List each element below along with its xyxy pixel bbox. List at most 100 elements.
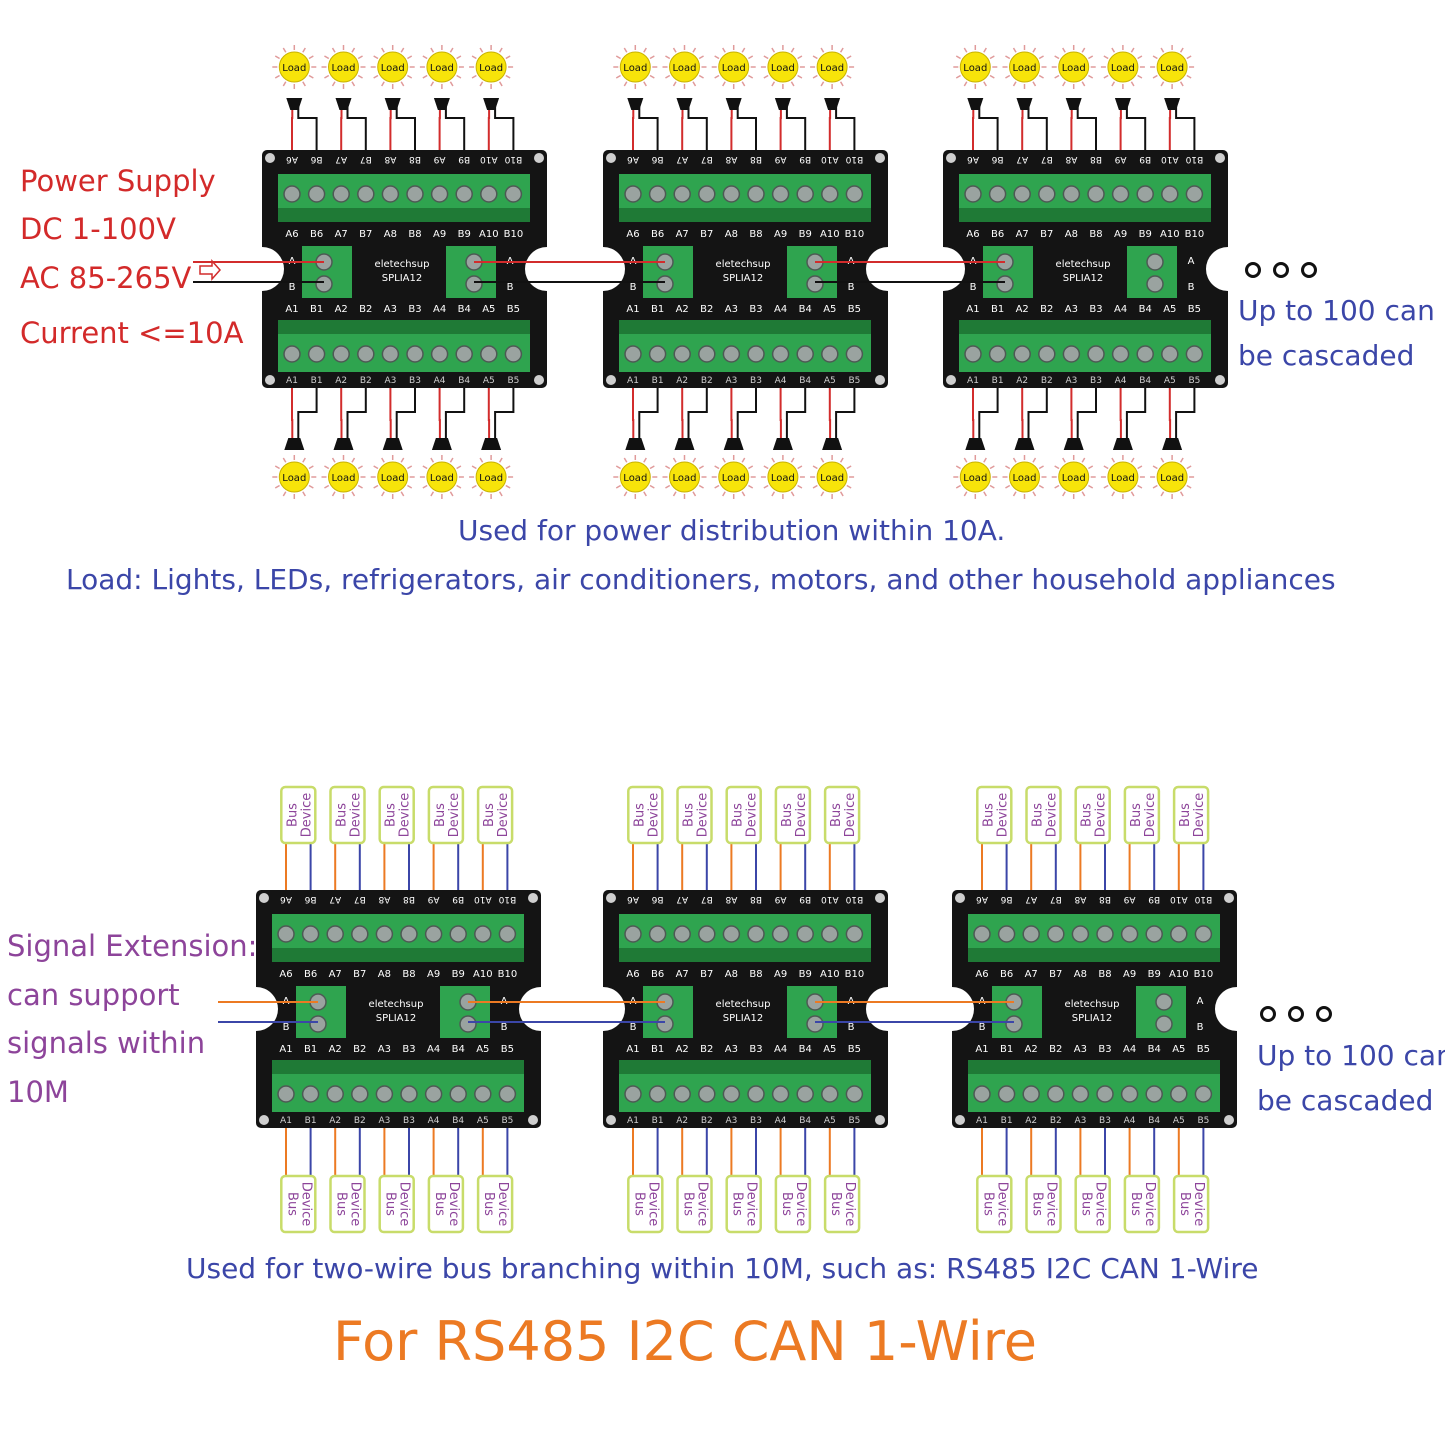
bulb-glass <box>475 51 507 83</box>
top-pin-mirrored-label: B9 <box>458 154 470 164</box>
load-label: Load <box>1160 63 1184 74</box>
device-label: Device <box>1044 1182 1059 1226</box>
bottom-pin-label: B5 <box>1188 304 1201 315</box>
ray <box>505 55 511 60</box>
device-label: Device <box>843 793 858 837</box>
cascade-line1: Up to 100 can <box>1238 294 1435 327</box>
device-box <box>976 1174 1013 1234</box>
bus-label: Bus <box>384 803 399 827</box>
screw-icon <box>648 185 667 203</box>
board-notch-left <box>234 987 278 1031</box>
screw-icon <box>1062 345 1081 363</box>
top-pin-label: A8 <box>725 969 738 980</box>
screw-icon <box>498 925 517 943</box>
screw-icon <box>673 345 691 363</box>
ray <box>989 465 995 470</box>
ray <box>1152 484 1158 489</box>
screw-icon <box>498 1085 517 1103</box>
wire-black <box>444 98 466 150</box>
ray <box>1012 491 1017 497</box>
top-pin-mirrored-label: A6 <box>286 154 298 164</box>
load-label: Load <box>1013 63 1037 74</box>
ray <box>763 465 769 470</box>
screw-icon <box>1185 185 1204 203</box>
screw-icon <box>430 345 449 363</box>
wire-black <box>346 388 367 438</box>
top-pin-mirrored-label: B9 <box>799 154 811 164</box>
bottom-pin-label-lower: A3 <box>378 1116 390 1126</box>
device-label: Device <box>1143 793 1158 837</box>
bulb-glass <box>377 51 409 83</box>
top-terminal-base <box>619 208 871 222</box>
board-model: SPLIA12 <box>1063 273 1103 284</box>
screw-icon <box>1071 1085 1090 1103</box>
screw-icon <box>964 345 982 363</box>
screw-icon <box>1038 185 1056 203</box>
ray <box>812 74 818 79</box>
bus-label: Bus <box>1080 803 1095 827</box>
top-pin-label: A8 <box>725 229 738 240</box>
bottom-pin-label-lower: A4 <box>434 376 446 386</box>
ray <box>498 491 503 497</box>
continuation-dots-icon <box>1245 262 1329 282</box>
top-pin-mirrored-label: B8 <box>1090 154 1102 164</box>
ray <box>430 457 435 463</box>
ray <box>692 491 697 497</box>
load-bulb-icon: Load <box>321 45 366 89</box>
ray <box>763 484 769 489</box>
top-pin-mirrored-label: A9 <box>774 894 786 904</box>
bulb-glass <box>1107 461 1139 493</box>
mount-hole <box>265 153 275 163</box>
top-pin-mirrored-label: B9 <box>452 894 464 904</box>
bulb-socket <box>1014 438 1035 450</box>
top-pin-label: B9 <box>458 229 471 240</box>
side-a-label: A <box>1188 256 1195 267</box>
screw-icon <box>424 1085 443 1103</box>
ray <box>615 55 621 60</box>
top-pin-label: A10 <box>1169 969 1189 980</box>
ray <box>643 81 647 87</box>
screw-icon <box>806 275 824 293</box>
screw-icon <box>796 925 814 943</box>
wire-black <box>835 98 856 150</box>
ray <box>714 74 720 79</box>
ray <box>790 47 795 53</box>
top-pin-label: B8 <box>1089 229 1102 240</box>
bulb-socket <box>1112 438 1133 450</box>
bulb-glass <box>426 51 458 83</box>
ray <box>274 55 280 60</box>
device-box <box>627 785 664 845</box>
bulb-socket <box>967 98 984 110</box>
bulb-socket <box>774 98 791 110</box>
device-box <box>774 1174 812 1234</box>
top-pin-mirrored-label: A10 <box>1170 894 1188 904</box>
bulb-glass <box>619 51 651 83</box>
top-pin-mirrored-label: A9 <box>433 154 445 164</box>
bus-label: Bus <box>383 1192 398 1216</box>
mount-hole <box>259 1115 269 1125</box>
ray <box>665 55 671 60</box>
signal-line3: signals within <box>7 1026 206 1060</box>
ray <box>692 47 697 53</box>
ray <box>351 491 356 497</box>
device-label: Device <box>1192 793 1207 837</box>
load-bulb-icon: Load <box>810 45 855 89</box>
bulb-glass <box>1009 461 1040 493</box>
ray <box>714 55 720 60</box>
device-label: Device <box>1093 1182 1108 1226</box>
top-pin-mirrored-label: B9 <box>1148 894 1160 904</box>
ray <box>1005 55 1011 60</box>
ray <box>308 55 314 60</box>
top-pin-mirrored-label: A6 <box>627 154 639 164</box>
bulb-glass <box>959 51 991 83</box>
ray <box>302 47 306 53</box>
mount-hole <box>946 375 956 385</box>
top-pin-label: A7 <box>676 229 689 240</box>
screw-icon <box>1038 345 1056 363</box>
bulb-socket <box>625 438 646 450</box>
